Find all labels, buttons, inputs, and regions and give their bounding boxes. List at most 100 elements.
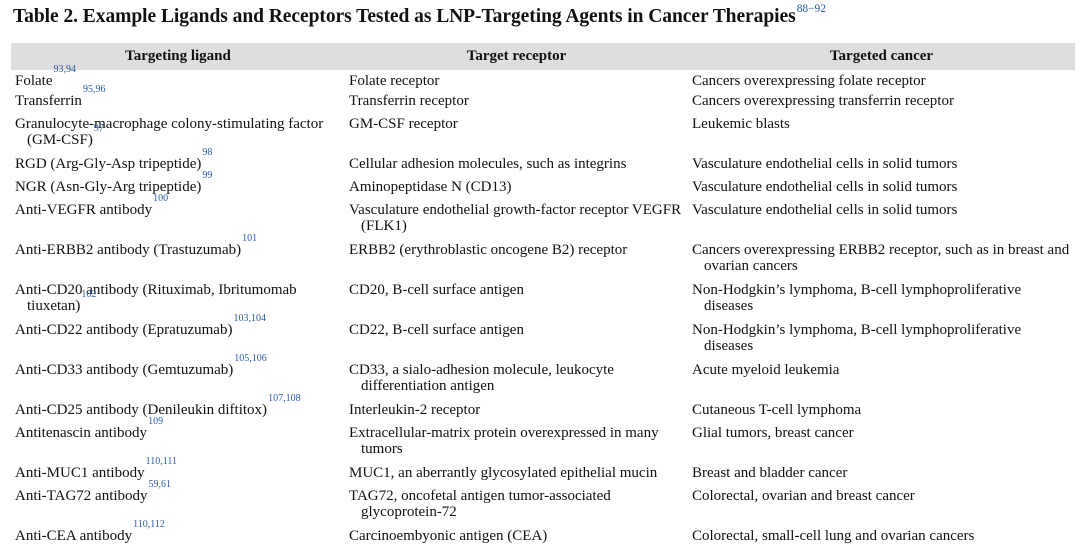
cancer-cell: Breast and bladder cancer [688,465,1075,488]
ligand-reference[interactable]: 105,106 [234,353,267,364]
receptor-cell: TAG72, oncofetal antigen tumor-associate… [345,488,688,528]
ligand-receptor-table: Targeting ligand Target receptor Targete… [11,43,1075,551]
ligand-text: Anti-CD25 antibody (Denileukin diftitox) [15,402,268,418]
ligand-reference[interactable]: 102 [81,289,97,301]
ligand-reference[interactable]: 109 [148,416,164,427]
cancer-cell: Non-Hodgkin’s lymphoma, B-cell lymphopro… [688,282,1075,322]
ligand-cell: Anti-MUC1 antibody110,111 [11,457,345,488]
receptor-cell: Aminopeptidase N (CD13) [345,179,688,202]
receptor-text: CD20, B-cell surface antigen [349,282,524,298]
ligand-reference[interactable]: 101 [242,233,258,244]
ligand-text: Anti-VEGFR antibody [15,202,153,218]
ligand-cell: Anti-CD33 antibody (Gemtuzumab)105,106 [11,354,345,402]
ligand-reference[interactable]: 59,61 [148,479,172,490]
receptor-text: Vasculature endothelial growth-factor re… [349,202,682,235]
column-header-targeting-ligand: Targeting ligand [11,43,345,70]
receptor-cell: CD22, B-cell surface antigen [345,322,688,362]
receptor-cell: MUC1, an aberrantly glycosylated epithel… [345,465,688,488]
table-row: Anti-CEA antibody110,112 Carcinoembyonic… [11,520,1075,551]
cancer-cell: Glial tumors, breast cancer [688,425,1075,465]
table-row: Anti-MUC1 antibody110,111 MUC1, an aberr… [11,457,1075,488]
column-header-target-receptor: Target receptor [345,43,688,70]
cancer-text: Cancers overexpressing transferrin recep… [692,93,954,109]
ligand-reference[interactable]: 110,112 [133,519,165,530]
receptor-text: GM-CSF receptor [349,116,458,132]
ligand-text: Anti-CD20 antibody (Rituximab, Ibritumom… [15,282,297,315]
receptor-cell: Vasculature endothelial growth-factor re… [345,202,688,242]
ligand-text: Anti-CD33 antibody (Gemtuzumab) [15,362,234,378]
table-row: Anti-CD33 antibody (Gemtuzumab)105,106 C… [11,354,1075,402]
ligand-reference[interactable]: 103,104 [233,313,266,324]
table-row: Anti-VEGFR antibody100 Vasculature endot… [11,194,1075,242]
ligand-cell: Antitenascin antibody109 [11,417,345,465]
cancer-cell: Acute myeloid leukemia [688,362,1075,402]
ligand-cell: Anti-TAG72 antibody59,61 [11,480,345,528]
ligand-reference[interactable]: 98 [202,147,213,158]
cancer-text: Acute myeloid leukemia [692,362,840,378]
receptor-cell: Cellular adhesion molecules, such as int… [345,156,688,179]
cancer-cell: Vasculature endothelial cells in solid t… [688,156,1075,179]
receptor-cell: ERBB2 (erythroblastic oncogene B2) recep… [345,242,688,282]
receptor-text: Transferrin receptor [349,93,469,109]
ligand-cell: Anti-CD22 antibody (Epratuzumab)103,104 [11,314,345,362]
cancer-text: Cutaneous T-cell lymphoma [692,402,862,418]
cancer-text: Leukemic blasts [692,116,790,132]
header-row: Targeting ligand Target receptor Targete… [11,43,1075,70]
cancer-cell: Cancers overexpressing folate receptor [688,70,1075,93]
cancer-cell: Non-Hodgkin’s lymphoma, B-cell lymphopro… [688,322,1075,362]
table-row: Anti-TAG72 antibody59,61 TAG72, oncofeta… [11,480,1075,528]
ligand-text: Folate [15,73,53,89]
receptor-text: Carcinoembyonic antigen (CEA) [349,528,548,544]
table-title-text: Table 2. Example Ligands and Receptors T… [13,6,796,27]
ligand-text: Anti-MUC1 antibody [15,465,145,481]
ligand-reference[interactable]: 107,108 [268,393,301,404]
cancer-cell: Cutaneous T-cell lymphoma [688,402,1075,425]
cancer-cell: Cancers overexpressing ERBB2 receptor, s… [688,242,1075,282]
table-row: Anti-CD20 antibody (Rituximab, Ibritumom… [11,282,1075,322]
ligand-text: NGR (Asn-Gly-Arg tripeptide) [15,179,202,195]
ligand-cell: Anti-CD25 antibody (Denileukin diftitox)… [11,394,345,425]
table-row: Anti-CD25 antibody (Denileukin diftitox)… [11,394,1075,425]
ligand-reference[interactable]: 95,96 [82,84,106,95]
ligand-reference[interactable]: 100 [153,193,169,204]
table-row: Transferrin95,96 Transferrin receptor Ca… [11,85,1075,116]
ligand-reference[interactable]: 93,94 [53,64,77,75]
cancer-text: Non-Hodgkin’s lymphoma, B-cell lymphopro… [692,322,1022,355]
ligand-reference[interactable]: 110,111 [145,456,177,467]
ligand-cell: Anti-VEGFR antibody100 [11,194,345,242]
cancer-text: Cancers overexpressing folate receptor [692,73,926,89]
receptor-cell: Extracellular-matrix protein overexpress… [345,425,688,465]
ligand-text: Antitenascin antibody [15,425,148,441]
ligand-receptor-table-container: Targeting ligand Target receptor Targete… [11,43,1075,551]
ligand-cell: Anti-ERBB2 antibody (Trastuzumab)101 [11,234,345,282]
table-row: Antitenascin antibody109 Extracellular-m… [11,417,1075,465]
cancer-text: Glial tumors, breast cancer [692,425,854,441]
cancer-text: Vasculature endothelial cells in solid t… [692,156,958,172]
receptor-text: TAG72, oncofetal antigen tumor-associate… [349,488,611,521]
receptor-text: Aminopeptidase N (CD13) [349,179,512,195]
table-row: Anti-ERBB2 antibody (Trastuzumab)101 ERB… [11,234,1075,282]
cancer-cell: Colorectal, small-cell lung and ovarian … [688,528,1075,551]
table-header: Targeting ligand Target receptor Targete… [11,43,1075,70]
ligand-text: Anti-CEA antibody [15,528,133,544]
table-title-reference[interactable]: 88−92 [796,3,826,15]
cancer-text: Vasculature endothelial cells in solid t… [692,179,958,195]
ligand-cell: Folate93,94 [11,65,345,93]
table-title: Table 2. Example Ligands and Receptors T… [13,3,826,28]
receptor-cell: Interleukin-2 receptor [345,402,688,425]
ligand-text: Anti-TAG72 antibody [15,488,148,504]
ligand-cell: Granulocyte-macrophage colony-stimulatin… [11,116,345,156]
table-row: Folate93,94 Folate receptor Cancers over… [11,65,1075,93]
receptor-cell: GM-CSF receptor [345,116,688,156]
column-header-targeted-cancer: Targeted cancer [688,43,1075,70]
ligand-reference[interactable]: 99 [202,170,213,181]
ligand-text: Transferrin [15,93,82,109]
cancer-text: Colorectal, ovarian and breast cancer [692,488,915,504]
receptor-cell: Folate receptor [345,70,688,93]
ligand-cell: RGD (Arg-Gly-Asp tripeptide)98 [11,148,345,179]
cancer-cell: Vasculature endothelial cells in solid t… [688,179,1075,202]
ligand-reference[interactable]: 97 [93,123,104,135]
ligand-cell: NGR (Asn-Gly-Arg tripeptide)99 [11,171,345,202]
table-row: RGD (Arg-Gly-Asp tripeptide)98 Cellular … [11,148,1075,179]
cancer-cell: Colorectal, ovarian and breast cancer [688,488,1075,528]
